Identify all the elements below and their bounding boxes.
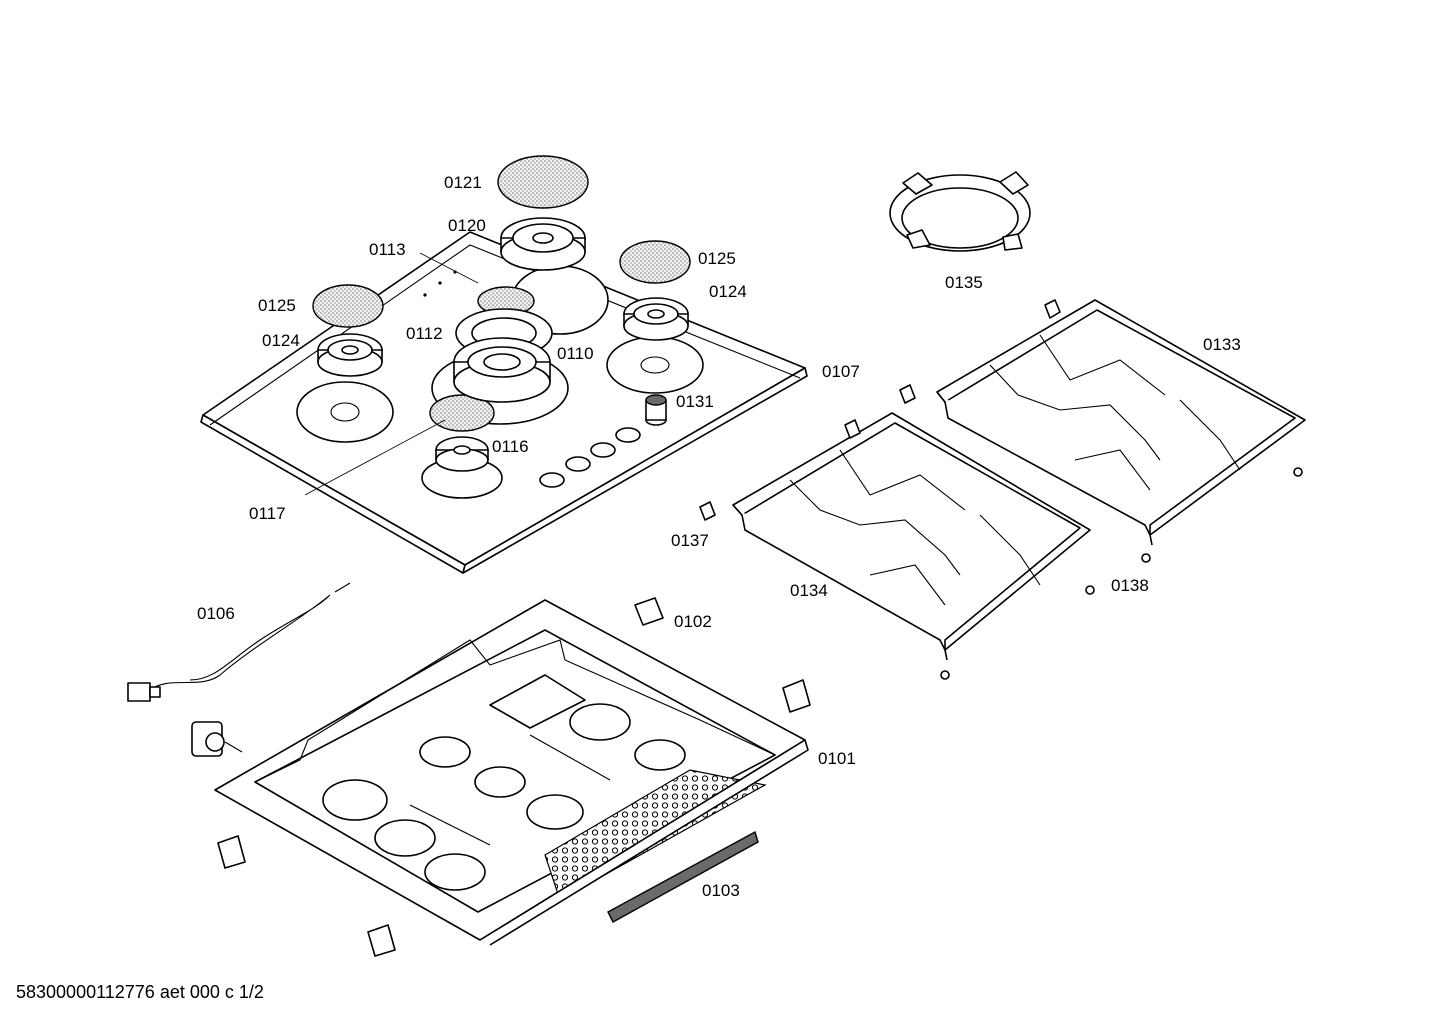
callout-0138: 0138 xyxy=(1111,576,1149,595)
burner-caps xyxy=(312,155,691,432)
callout-0101: 0101 xyxy=(818,749,856,768)
drawing-number: 58300000112776 aet 000 c 1/2 xyxy=(16,982,264,1002)
callout-0124-right: 0124 xyxy=(709,282,747,301)
callout-0135: 0135 xyxy=(945,273,983,292)
callout-0116: 0116 xyxy=(492,437,529,456)
callout-0121: 0121 xyxy=(444,173,482,192)
support-clips xyxy=(699,299,1061,521)
callout-0120: 0120 xyxy=(448,216,486,235)
burner-heads xyxy=(317,217,689,472)
wok-ring xyxy=(889,171,1031,252)
callout-0106: 0106 xyxy=(197,604,235,623)
callout-0103: 0103 xyxy=(702,881,740,900)
callout-0107: 0107 xyxy=(822,362,860,381)
callout-0112: 0112 xyxy=(406,324,443,343)
power-cable xyxy=(127,582,351,702)
control-knob xyxy=(645,394,667,426)
bottom-tray xyxy=(214,599,809,946)
callout-0113: 0113 xyxy=(369,240,406,259)
callout-0131: 0131 xyxy=(676,392,714,411)
callout-0134: 0134 xyxy=(790,581,828,600)
wok-burner xyxy=(453,286,553,403)
gas-inlet-connector xyxy=(191,721,243,757)
fixing-brackets xyxy=(217,597,811,957)
callout-0137: 0137 xyxy=(671,531,709,550)
callout-0125-right: 0125 xyxy=(698,249,736,268)
callout-0102: 0102 xyxy=(674,612,712,631)
callout-0110: 0110 xyxy=(557,344,594,363)
seal-strip xyxy=(607,830,759,923)
callout-0117: 0117 xyxy=(249,504,286,523)
pan-support-right xyxy=(936,299,1306,563)
callout-0124-left: 0124 xyxy=(262,331,300,350)
callout-0133: 0133 xyxy=(1203,335,1241,354)
callout-0125-left: 0125 xyxy=(258,296,296,315)
pan-support-left xyxy=(732,412,1095,680)
